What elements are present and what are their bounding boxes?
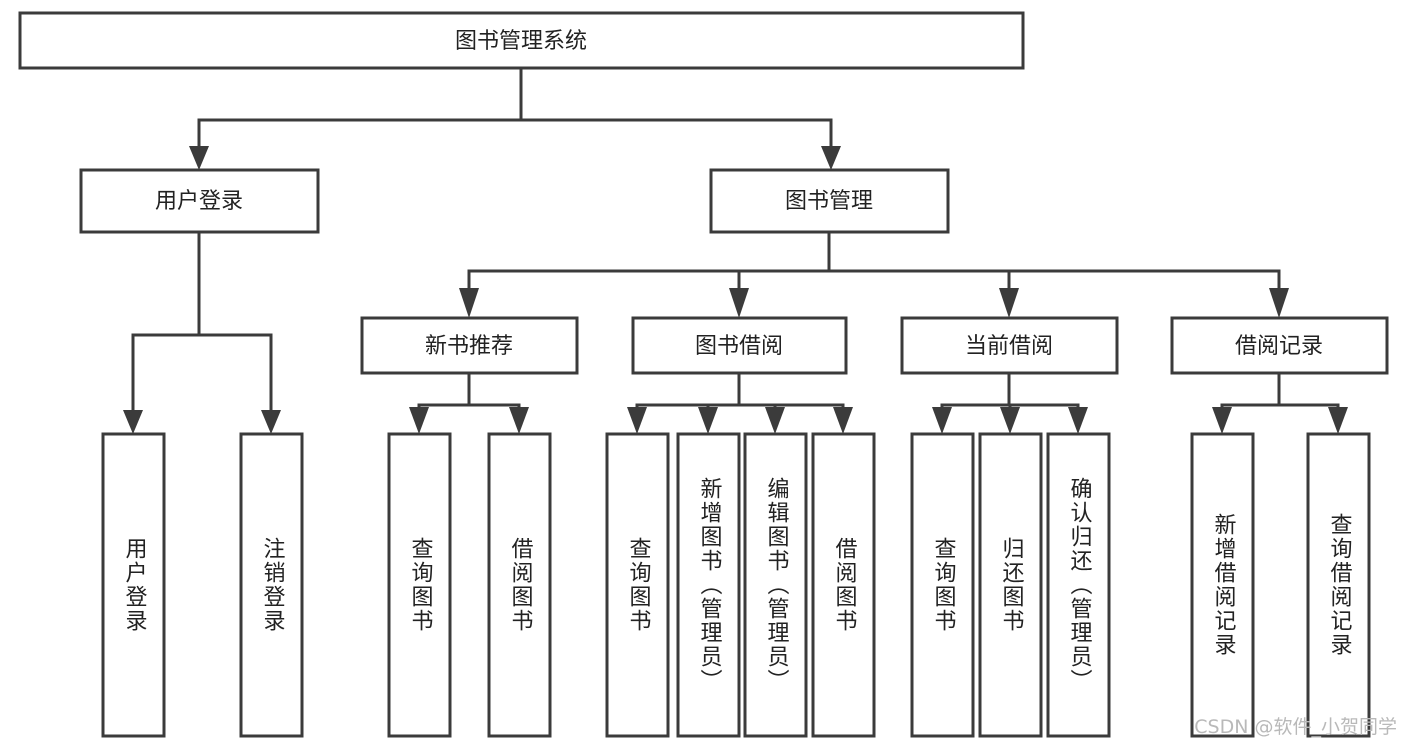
node-new-book-label: 新书推荐 (425, 334, 513, 359)
arrow-head-user-login (189, 146, 209, 170)
arrow-head-leaf-book-borrow-4 (833, 407, 853, 434)
leaf-box-user-login-2[interactable] (239, 432, 304, 738)
node-new-book-box[interactable] (360, 316, 579, 375)
leaf-box-current-borrow-3[interactable] (1046, 432, 1111, 738)
leaf-label-borrow-record-2: 查询借阅记录 (1326, 513, 1352, 657)
leaf-box-current-borrow-1[interactable] (910, 432, 975, 738)
leaf-label-borrow-record-1: 新增借阅记录 (1210, 513, 1236, 657)
leaf-box-borrow-record-1[interactable] (1190, 432, 1255, 738)
arrow-head-leaf-current-borrow-2 (1000, 407, 1020, 434)
leaf-label-book-borrow-3: 编辑图书（管理员） (763, 477, 789, 693)
arrow-head-leaf-current-borrow-3 (1068, 407, 1088, 434)
leaf-box-new-book-2[interactable] (487, 432, 552, 738)
arrow-head-leaf-book-borrow-3 (765, 407, 785, 434)
node-user-login-label: 用户登录 (155, 189, 243, 214)
node-current-borrow-box[interactable] (900, 316, 1119, 375)
leaf-label-user-login-1: 用户登录 (121, 537, 147, 633)
arrow-head-leaf-borrow-record-1 (1212, 407, 1232, 434)
leaf-box-book-borrow-4[interactable] (811, 432, 876, 738)
leaf-label-book-borrow-1: 查询图书 (625, 537, 651, 633)
arrow-head-leaf-new-book-2 (509, 407, 529, 434)
leaf-label-current-borrow-3: 确认归还（管理员） (1066, 477, 1092, 693)
leaf-label-new-book-2: 借阅图书 (507, 537, 533, 633)
leaf-box-user-login-1[interactable] (101, 432, 166, 738)
leaf-label-book-borrow-2: 新增图书（管理员） (696, 477, 722, 693)
node-root-box[interactable] (18, 11, 1025, 70)
csdn-watermark: CSDN @软件_小贺同学 (1194, 716, 1397, 738)
arrow-head-leaf-book-borrow-2 (698, 407, 718, 434)
node-borrow-record-label: 借阅记录 (1235, 334, 1323, 359)
arrow-head-book-borrow (729, 288, 749, 318)
leaf-box-book-borrow-2[interactable] (676, 432, 741, 738)
node-book-borrow-label: 图书借阅 (695, 334, 783, 359)
arrow-head-leaf-borrow-record-2 (1328, 407, 1348, 434)
node-book-manage-label: 图书管理 (785, 189, 873, 214)
arrow-head-leaf-book-borrow-1 (627, 407, 647, 434)
leaf-box-book-borrow-1[interactable] (605, 432, 670, 738)
arrow-head-new-book (459, 288, 479, 318)
arrow-head-book-manage (821, 146, 841, 170)
arrow-head-leaf-new-book-1 (409, 407, 429, 434)
arrow-head-leaf-user-login-2 (261, 410, 281, 434)
arrow-head-borrow-record (1269, 288, 1289, 318)
leaf-label-user-login-2: 注销登录 (259, 537, 285, 633)
arrow-head-leaf-user-login-1 (123, 410, 143, 434)
leaf-label-current-borrow-2: 归还图书 (998, 537, 1024, 633)
leaf-label-current-borrow-1: 查询图书 (930, 537, 956, 633)
node-root-label: 图书管理系统 (455, 29, 587, 54)
leaf-box-book-borrow-3[interactable] (743, 432, 808, 738)
leaf-box-current-borrow-2[interactable] (978, 432, 1043, 738)
leaf-label-new-book-1: 查询图书 (407, 537, 433, 633)
leaf-box-new-book-1[interactable] (387, 432, 452, 738)
arrow-head-current-borrow (999, 288, 1019, 318)
leaf-label-book-borrow-4: 借阅图书 (831, 537, 857, 633)
arrow-head-leaf-current-borrow-1 (932, 407, 952, 434)
node-current-borrow-label: 当前借阅 (965, 334, 1053, 359)
leaf-box-borrow-record-2[interactable] (1306, 432, 1371, 738)
